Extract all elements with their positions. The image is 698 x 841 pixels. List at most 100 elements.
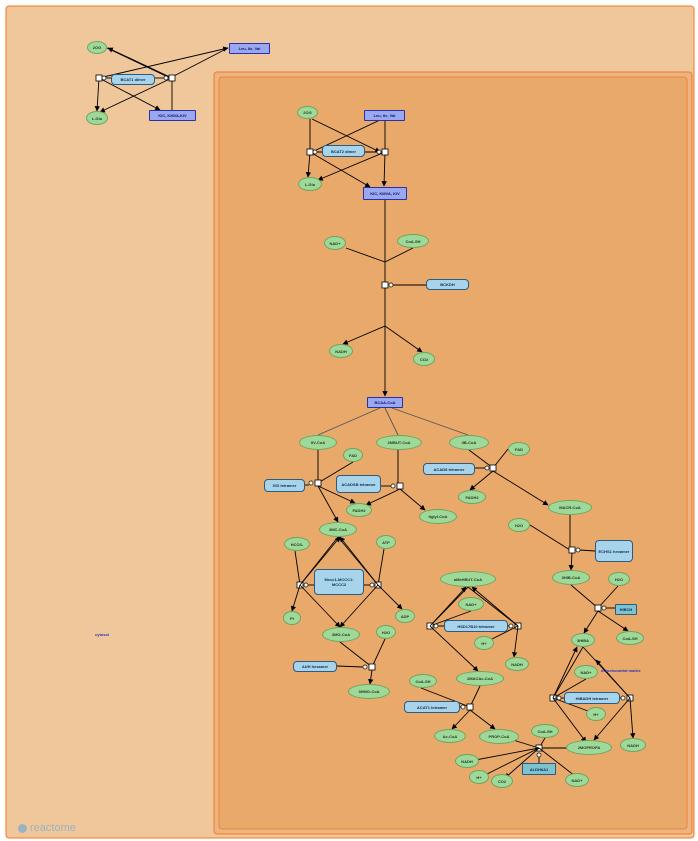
cyto-leu-ile-val[interactable]: Leu, Ile, Val — [229, 43, 270, 54]
reaction-node[interactable] — [594, 604, 602, 612]
reaction-edge-88 — [629, 697, 636, 739]
iv-coa[interactable]: IIV-CoA — [299, 435, 337, 450]
mccc-complex[interactable]: Mccc1-MCCC1: MCCC2 — [314, 569, 364, 595]
3hmg-coa[interactable]: 3HMG-CoA — [348, 684, 390, 699]
reaction-node[interactable] — [368, 663, 376, 671]
reaction-node[interactable] — [168, 74, 176, 82]
reaction-edge-76 — [429, 625, 479, 672]
hplus-3[interactable]: H+ — [469, 770, 489, 784]
nadh-1[interactable]: NADH — [329, 344, 353, 358]
reaction-edge-1 — [107, 47, 173, 79]
h2o-1[interactable]: H2O — [508, 518, 530, 532]
acat1-tetramer[interactable]: ACAT1 tetramer — [404, 701, 460, 713]
h2o-3[interactable]: H2O — [376, 625, 396, 639]
3mc-coa[interactable]: 3MC-CoA — [319, 522, 357, 537]
aldh6a1[interactable]: ALDH6A1 — [522, 763, 556, 775]
ivd-tetramer[interactable]: IVD tetramer — [264, 479, 305, 492]
reaction-edge-48 — [568, 552, 574, 571]
bckdh[interactable]: BCKDH — [426, 279, 469, 290]
reaction-node[interactable] — [381, 281, 389, 289]
coash-4[interactable]: CoA-SH — [531, 724, 559, 738]
nad-2[interactable]: NAD+ — [458, 597, 484, 611]
hibadh-tetramer[interactable]: HIBADH tetramer — [564, 692, 620, 704]
coash-2[interactable]: CoA-SH — [409, 674, 437, 688]
reaction-node[interactable] — [381, 148, 389, 156]
reaction-node[interactable] — [95, 74, 103, 82]
fad-1[interactable]: FAD — [343, 448, 363, 462]
reaction-node[interactable] — [489, 464, 497, 472]
reaction-edge-78 — [429, 586, 467, 627]
hsd17b10-tetramer[interactable]: HSD17B10 tetramer — [444, 620, 508, 632]
hibch[interactable]: HIBCH — [615, 604, 637, 615]
mito-l-glu[interactable]: L-Glu — [298, 177, 322, 191]
reaction-node[interactable] — [306, 148, 314, 156]
adp[interactable]: ADP — [395, 609, 415, 623]
reaction-edge-69 — [368, 669, 374, 685]
fadh2-2[interactable]: FADH2 — [458, 490, 486, 504]
fadh2-1[interactable]: FADH2 — [346, 503, 372, 517]
hplus-2[interactable]: H+ — [586, 707, 606, 721]
prop-coa[interactable]: PROP-CoA — [479, 729, 519, 744]
bcat2-dimer[interactable]: BCAT2 dimer — [322, 145, 365, 157]
catalyst-marker — [390, 483, 396, 489]
reaction-edge-4 — [94, 77, 100, 112]
macr-coa[interactable]: MACR-CoA — [548, 500, 592, 515]
mito-leu-ile-val[interactable]: Leu, Ile, Val — [364, 110, 405, 121]
3hiba[interactable]: 3HIBA — [571, 633, 595, 647]
bcaa-coa[interactable]: BCAA-CoA — [367, 397, 403, 408]
reaction-node[interactable] — [396, 482, 404, 490]
reaction-node[interactable] — [568, 546, 576, 554]
h2o-2[interactable]: H2O — [608, 572, 630, 586]
nad-4[interactable]: NAD+ — [565, 773, 589, 787]
catalyst-marker — [362, 664, 368, 670]
reaction-edge-90 — [595, 659, 631, 699]
co2-1[interactable]: CO2 — [413, 352, 435, 366]
3hib-coa[interactable]: 3HIB-CoA — [552, 570, 590, 585]
reaction-edge-52 — [583, 610, 599, 634]
coash-3[interactable]: CoA-SH — [616, 631, 644, 645]
nadh-3[interactable]: NADH — [620, 738, 646, 752]
cyto-kic-kmva-kiv[interactable]: KIC, KMVA,KIV — [149, 110, 196, 121]
mito-2og[interactable]: 2OG — [297, 106, 318, 119]
hplus-1[interactable]: H+ — [474, 636, 494, 650]
co2-2[interactable]: CO2 — [491, 774, 513, 788]
ib-coa[interactable]: IIB-CoA — [449, 435, 489, 450]
nad-1[interactable]: NAD+ — [324, 236, 346, 250]
acadsb-tetramer[interactable]: ACADSB tetramer — [336, 475, 381, 493]
nad-3[interactable]: NAD+ — [574, 665, 598, 679]
ac-coa[interactable]: Ac-CoA — [434, 729, 466, 743]
bcat1-dimer[interactable]: BCAT1 dimer — [111, 74, 155, 85]
acad8-tetramer[interactable]: ACAD8 tetramer — [423, 463, 475, 475]
2meacac-coa[interactable]: 2MACAc-CoA — [456, 671, 504, 686]
echs1-hexamer[interactable]: ECHS1 hexamer — [595, 540, 633, 562]
nadh-4[interactable]: NADH — [455, 754, 479, 768]
2mbut-coa[interactable]: 2MBUT-CoA — [376, 435, 422, 450]
catalyst-marker — [536, 752, 542, 758]
coash-1[interactable]: CoA-SH — [397, 234, 429, 248]
fad-2[interactable]: FAD — [508, 442, 530, 456]
catalyst-marker — [388, 282, 394, 288]
auh-hexamer[interactable]: AUH hexamer — [293, 661, 337, 672]
tiglyl-coa[interactable]: tiglyl-CoA — [419, 509, 457, 524]
cyto-2og[interactable]: 2OG — [87, 41, 107, 54]
cyto-l-glu[interactable]: L-Glu — [86, 111, 108, 125]
reaction-edge-56 — [377, 548, 385, 586]
reaction-node[interactable] — [314, 479, 322, 487]
reaction-edge-25 — [342, 325, 386, 345]
reaction-edge-94 — [451, 709, 471, 730]
amehbut-coa[interactable]: aMeHBUT-CoA — [440, 571, 496, 587]
reaction-edge-65 — [339, 536, 379, 586]
catalyst-marker — [376, 149, 382, 155]
atp[interactable]: ATP — [376, 535, 396, 549]
reaction-node[interactable] — [466, 703, 474, 711]
pi[interactable]: Pi — [283, 611, 301, 625]
nadh-2[interactable]: NADH — [505, 657, 529, 671]
catalyst-marker — [303, 582, 309, 588]
catalyst-marker — [460, 704, 466, 710]
catalyst-marker — [508, 623, 514, 629]
reaction-edge-87 — [552, 697, 587, 743]
hco3[interactable]: HCO3- — [284, 537, 310, 551]
2mopropa[interactable]: 2MOPROPA — [566, 740, 612, 755]
3mg-coa[interactable]: 3MG-CoA — [322, 627, 360, 642]
mito-kic-kmva-kiv[interactable]: KIC, KMVA, KIV — [363, 187, 407, 200]
